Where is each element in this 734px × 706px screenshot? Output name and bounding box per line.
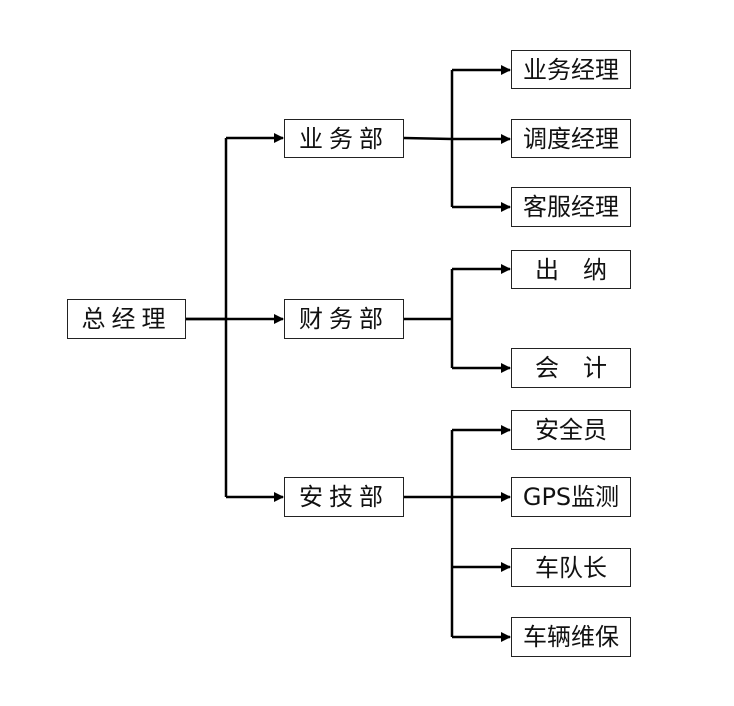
dept-node-safety-tech: 安技部 [284,477,404,517]
dept-node-business: 业务部 [284,119,404,158]
role-node-label: 调度经理 [523,124,619,153]
role-node-label: 客服经理 [523,193,619,221]
role-node-label: 业务经理 [523,55,619,84]
role-node-label: 安全员 [535,416,607,444]
dept-node-label: 安技部 [299,483,389,511]
role-node-label: 车队长 [535,553,607,582]
role-node-dispatch-manager: 调度经理 [511,119,631,158]
dept-node-label: 业务部 [299,124,389,153]
role-node-accountant: 会 计 [511,348,631,388]
role-node-fleet-captain: 车队长 [511,548,631,587]
role-node-vehicle-maintenance: 车辆维保 [511,617,631,657]
role-node-label: 会 计 [535,354,607,382]
root-node-general-manager: 总经理 [67,299,186,339]
role-node-customer-service-manager: 客服经理 [511,187,631,227]
root-node-label: 总经理 [81,305,172,333]
role-node-gps-monitoring: GPS监测 [511,477,631,517]
role-node-safety-officer: 安全员 [511,410,631,450]
dept-node-finance: 财务部 [284,299,404,339]
role-node-cashier: 出 纳 [511,250,631,289]
dept-node-label: 财务部 [299,305,389,333]
role-node-label: 车辆维保 [523,623,619,651]
role-node-label: GPS监测 [522,483,620,511]
role-node-business-manager: 业务经理 [511,50,631,89]
role-node-label: 出 纳 [535,255,607,284]
dept-0-stem-line [403,136,453,141]
